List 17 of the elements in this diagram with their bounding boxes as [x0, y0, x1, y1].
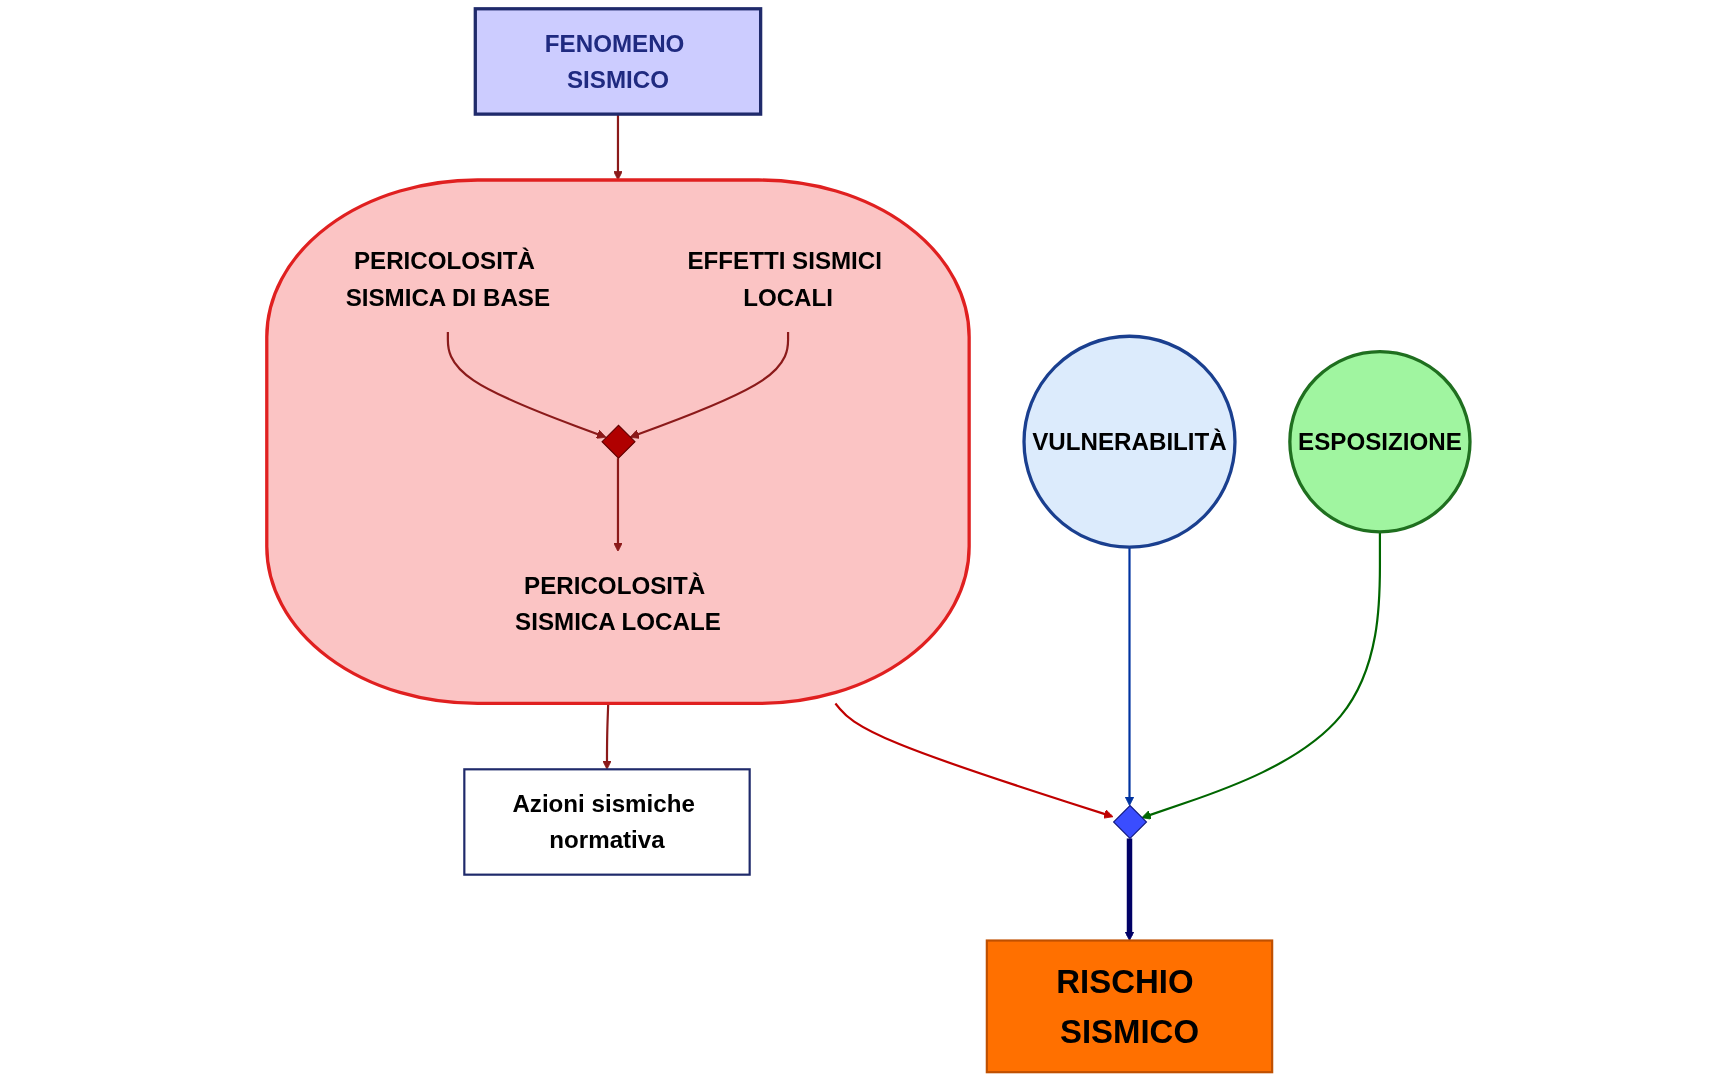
cluster: [264, 178, 971, 706]
node-box: Azioni sismiche normativa: [462, 768, 751, 876]
arrow: [446, 332, 606, 439]
arrow: [612, 458, 623, 552]
node-text: EFFETTI SISMICI LOCALI: [687, 247, 882, 312]
node-text: PERICOLOSITÀ SISMICA LOCALE: [514, 572, 721, 636]
arrow: [1124, 838, 1134, 941]
node-circle: VULNERABILITÀ: [1022, 334, 1237, 549]
node-diamond: [1112, 804, 1147, 840]
node-text: PERICOLOSITÀ SISMICA DI BASE: [345, 247, 550, 312]
node-box: RISCHIO SISMICO: [985, 939, 1273, 1074]
arrow: [601, 703, 612, 770]
arrow: [629, 332, 789, 439]
node-circle: ESPOSIZIONE: [1287, 350, 1472, 534]
arrow: [1124, 547, 1134, 806]
node-box: FENOMENO SISMICO: [473, 7, 762, 116]
node-diamond: [600, 424, 636, 459]
